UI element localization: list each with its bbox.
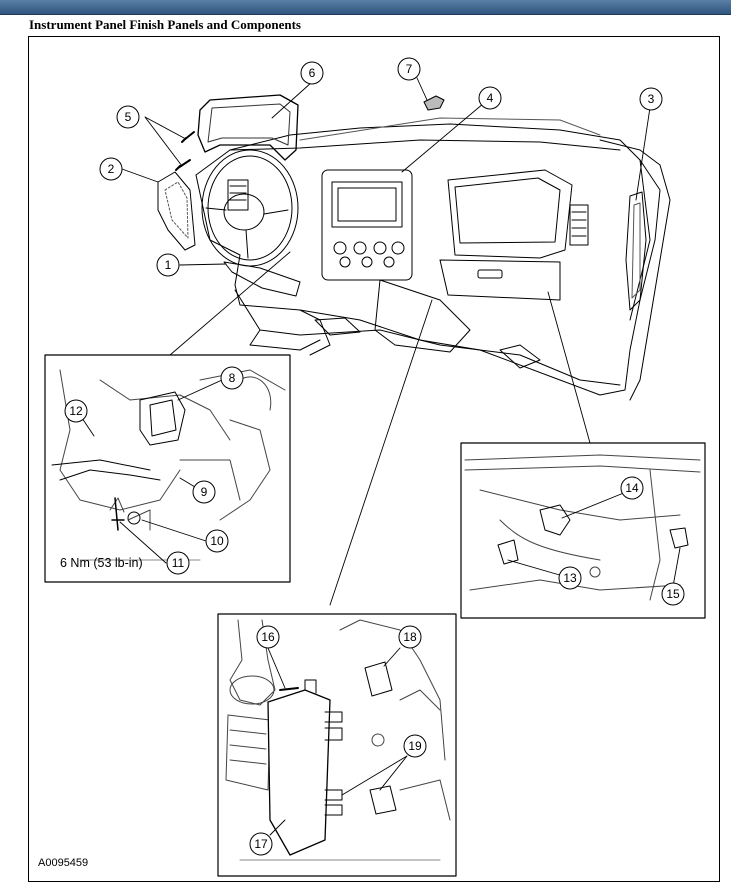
callout-11 [166, 551, 190, 575]
callout-2-label: 2 [108, 162, 115, 176]
callout-10-label: 10 [210, 534, 224, 548]
callout-16-label: 16 [261, 630, 275, 644]
left-end-panel [157, 171, 196, 251]
callout-18-label: 18 [403, 630, 417, 644]
callout-14-label: 14 [625, 481, 639, 495]
callout-11-label: 11 [172, 556, 185, 570]
callout-16 [256, 625, 280, 649]
callout-6 [300, 61, 324, 85]
right-end-panel [625, 191, 647, 311]
header-bar [0, 0, 731, 15]
callout-17 [249, 832, 273, 856]
callout-15-label: 15 [666, 587, 680, 601]
dashboard-illustration [195, 117, 671, 401]
screws-5 [175, 131, 195, 171]
inset-steering-column-art [51, 369, 286, 561]
callout-6-label: 6 [309, 66, 316, 80]
callout-7 [397, 57, 421, 81]
clip-7 [423, 95, 445, 111]
callout-9-label: 9 [201, 485, 208, 499]
callout-8 [220, 366, 244, 390]
callout-1-label: 1 [165, 258, 172, 272]
callout-19-label: 19 [408, 739, 422, 753]
inset-right-module-art [464, 454, 701, 601]
callout-1 [156, 253, 180, 277]
callout-10 [205, 529, 229, 553]
inset-right-module [460, 442, 706, 619]
callout-9 [192, 480, 216, 504]
callout-12 [64, 399, 88, 423]
callout-15 [661, 582, 685, 606]
torque-spec-label: 6 Nm (53 lb-in) [60, 556, 143, 570]
steering-column-cover [223, 261, 301, 297]
callout-18 [398, 625, 422, 649]
callout-4 [478, 86, 502, 110]
inset-center-module-art [225, 619, 451, 861]
callout-4-label: 4 [487, 91, 494, 105]
callouts [64, 57, 685, 856]
bracket-panel-17 [267, 689, 331, 856]
cluster-finish-panel [197, 94, 299, 161]
callout-14 [620, 476, 644, 500]
callout-13-label: 13 [563, 571, 577, 585]
callout-5 [116, 105, 140, 129]
page-title: Instrument Panel Finish Panels and Compo… [29, 17, 301, 32]
callout-19 [403, 734, 427, 758]
callout-13 [558, 566, 582, 590]
callout-3-label: 3 [648, 92, 655, 106]
callout-2 [99, 157, 123, 181]
callout-12-label: 12 [69, 404, 83, 418]
callout-17-label: 17 [254, 837, 268, 851]
callout-8-label: 8 [229, 371, 236, 385]
callout-7-label: 7 [406, 62, 413, 76]
callout-3 [639, 87, 663, 111]
inset-center-module [217, 613, 457, 877]
inset-steering-column [44, 354, 291, 583]
figure-reference: A0095459 [38, 857, 88, 869]
steering-wheel-illustration [201, 149, 299, 267]
callout-5-label: 5 [125, 110, 132, 124]
